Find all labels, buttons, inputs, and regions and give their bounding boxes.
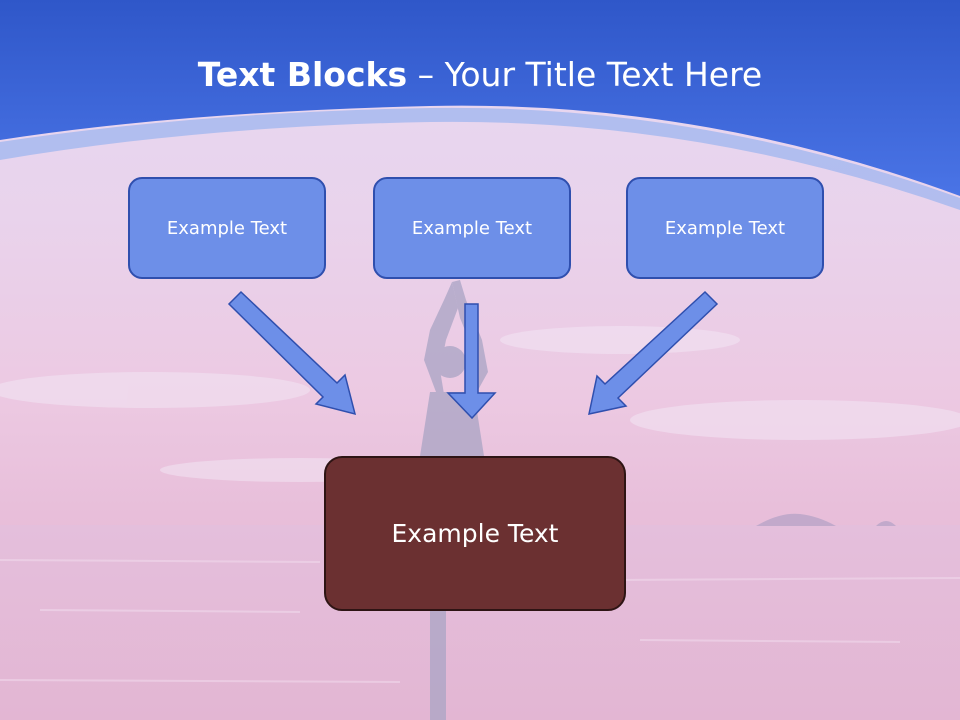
text-block-1[interactable]: Example Text [128, 177, 326, 279]
title-rest: – Your Title Text Here [407, 55, 763, 94]
header-swoosh [0, 107, 960, 210]
clouds [0, 326, 960, 482]
text-block-2[interactable]: Example Text [373, 177, 571, 279]
arrow-middle-to-center [446, 303, 497, 420]
center-text-block[interactable]: Example Text [324, 456, 626, 611]
waves [0, 559, 960, 683]
header-band [0, 0, 960, 196]
arrow-left-to-center [227, 290, 357, 416]
arrow-right-to-center [588, 290, 719, 415]
title-bold: Text Blocks [197, 55, 408, 94]
slide-title: Text Blocks – Your Title Text Here [0, 52, 960, 98]
islands [756, 513, 896, 526]
text-block-3[interactable]: Example Text [626, 177, 824, 279]
